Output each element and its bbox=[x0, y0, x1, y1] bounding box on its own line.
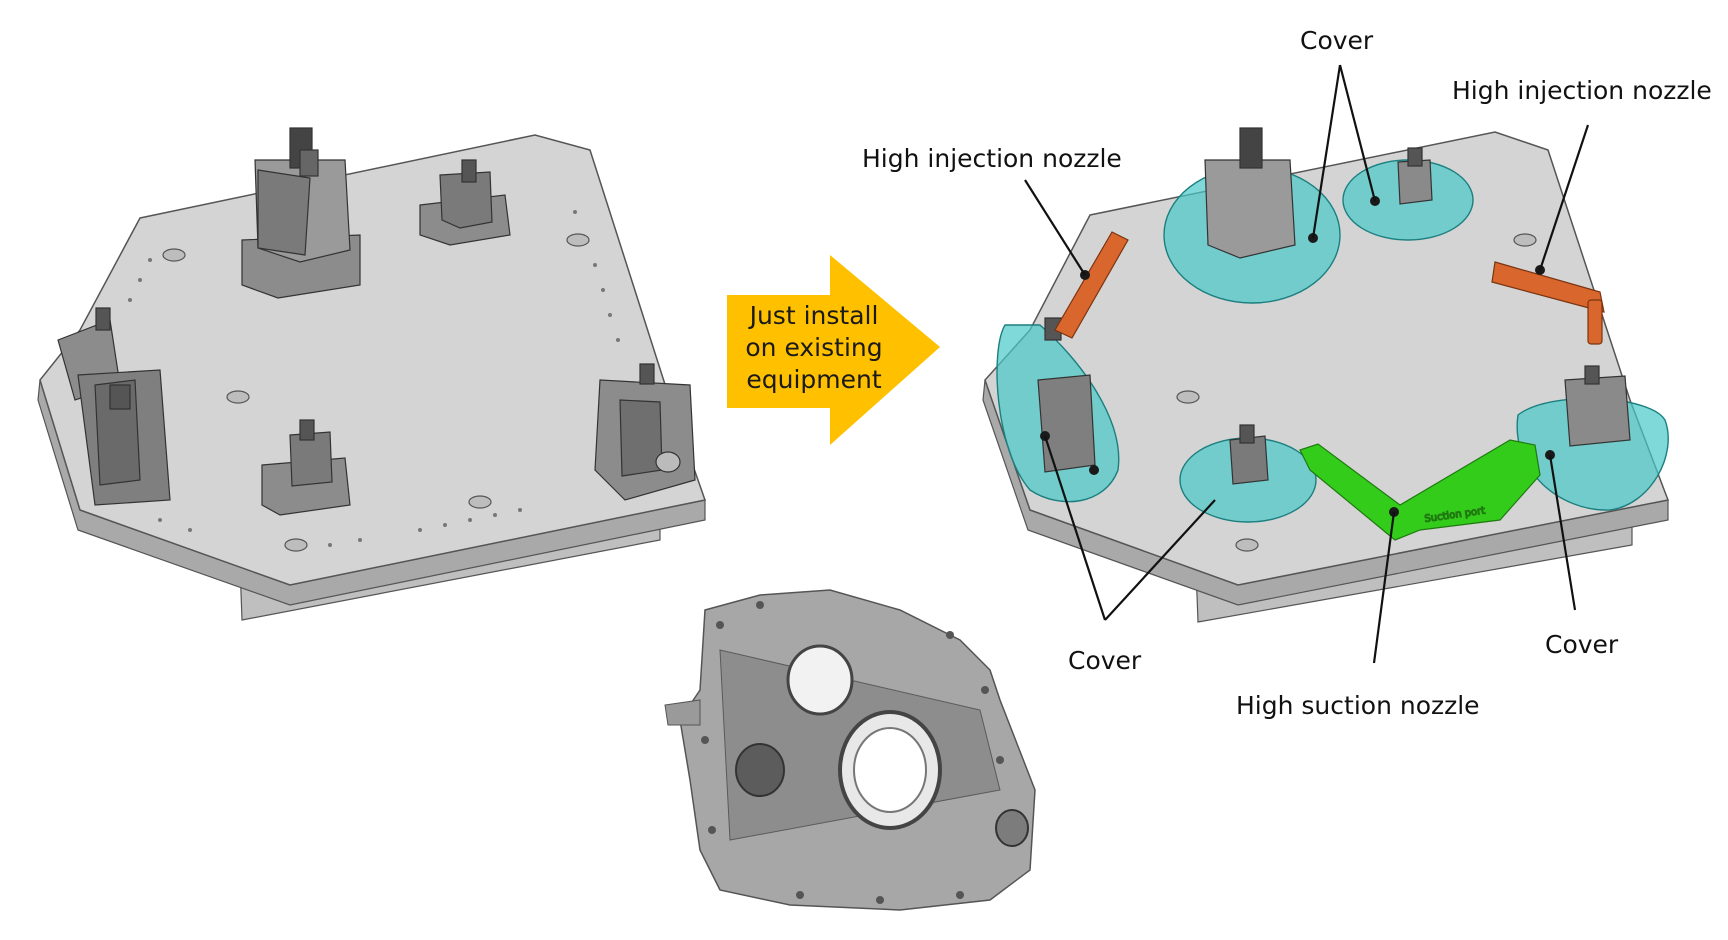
label-high-injection-nozzle-right: High injection nozzle bbox=[1452, 76, 1712, 105]
leader-lines bbox=[1024, 64, 1590, 664]
arrow-line-2: on existing bbox=[745, 333, 883, 362]
arrow-label: Just install on existing equipment bbox=[726, 300, 902, 396]
arrow-line-3: equipment bbox=[746, 365, 882, 394]
label-high-injection-nozzle-left: High injection nozzle bbox=[862, 144, 1122, 173]
transmission-housing-icon bbox=[664, 589, 1036, 911]
label-cover-top: Cover bbox=[1300, 26, 1374, 55]
arrow-line-1: Just install bbox=[749, 301, 879, 330]
install-arrow-icon bbox=[727, 255, 940, 445]
label-high-suction-nozzle: High suction nozzle bbox=[1236, 691, 1480, 720]
fixture-plate-modified-icon: Suction port bbox=[982, 127, 1670, 623]
label-cover-bottom-right: Cover bbox=[1545, 630, 1619, 659]
label-cover-bottom-left: Cover bbox=[1068, 646, 1142, 675]
fixture-plate-icon bbox=[37, 127, 706, 621]
